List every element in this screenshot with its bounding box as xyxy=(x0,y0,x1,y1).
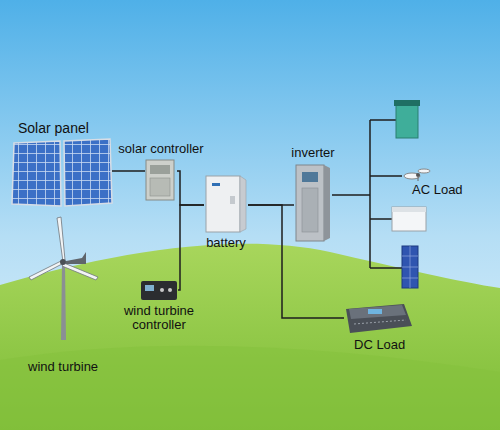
component-label: wind turbine xyxy=(28,360,128,374)
component-node: wind turbine xyxy=(28,215,100,342)
battery-icon xyxy=(206,176,246,232)
component-label: Solar panel xyxy=(18,120,128,136)
component-node: solar controller xyxy=(145,158,177,202)
wind-controller-icon xyxy=(141,281,177,300)
inverter-icon xyxy=(296,165,330,241)
power-wire xyxy=(112,170,145,172)
power-wire xyxy=(248,205,344,318)
component-node: battery xyxy=(204,174,248,234)
component-label: wind turbine controller xyxy=(109,304,209,332)
component-node: inverter xyxy=(294,163,332,243)
component-label: DC Load xyxy=(354,338,434,352)
power-wire xyxy=(332,194,370,196)
component-node: AC Load xyxy=(370,98,478,292)
component-label: solar controller xyxy=(101,142,221,156)
power-wire xyxy=(178,205,204,290)
component-node: wind turbine controller xyxy=(140,279,178,302)
hill-shade xyxy=(0,346,500,430)
solar-controller-icon xyxy=(146,160,174,200)
ac-bus-wires xyxy=(370,120,402,268)
hill xyxy=(0,244,500,430)
component-node: Solar panel xyxy=(12,139,112,207)
wind-turbine-icon xyxy=(29,217,98,340)
power-wire xyxy=(177,171,204,205)
component-label: inverter xyxy=(273,146,353,160)
component-label: battery xyxy=(186,236,266,250)
dc-load-icon xyxy=(346,304,412,333)
solar-panel-icon xyxy=(12,139,112,206)
component-node: DC Load xyxy=(344,302,414,335)
component-label: AC Load xyxy=(412,183,476,197)
